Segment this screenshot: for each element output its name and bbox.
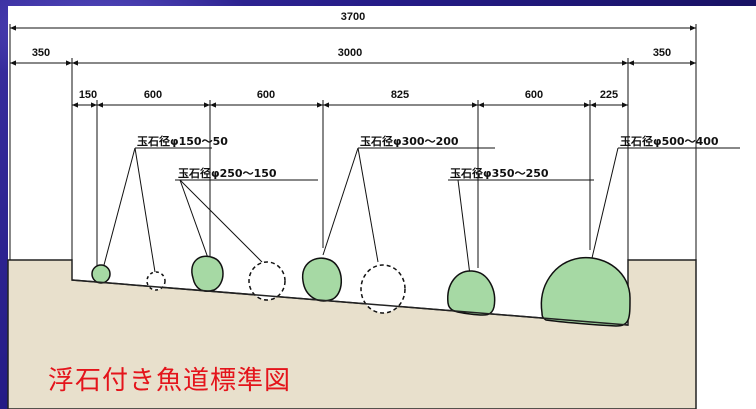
stones xyxy=(91,255,631,327)
stone-dashed-medium xyxy=(248,261,286,301)
stone-label-250-150: 玉石径φ250〜150 xyxy=(178,166,277,180)
stone-solid-xlarge xyxy=(447,270,496,316)
stone-dashed-small xyxy=(146,271,166,291)
stone-dashed-large xyxy=(360,264,406,314)
stone-label-150-50: 玉石径φ150〜50 xyxy=(137,134,228,148)
diagram-title: 浮石付き魚道標準図 xyxy=(48,366,292,396)
dim-segment-label: 150 xyxy=(79,89,97,101)
stone-solid-small xyxy=(91,264,111,284)
channel-slope-line xyxy=(71,279,629,326)
stone-label-500-400: 玉石径φ500〜400 xyxy=(620,134,719,148)
dim-segment-label: 225 xyxy=(600,89,618,101)
leader-lines xyxy=(103,147,740,276)
dim-segment-label: 600 xyxy=(525,89,543,101)
dim-total-label: 3700 xyxy=(341,11,365,23)
stone-label-350-250: 玉石径φ350〜250 xyxy=(450,166,549,180)
stone-solid-xxlarge xyxy=(540,256,631,327)
stone-label-300-200: 玉石径φ300〜200 xyxy=(360,134,459,148)
stone-solid-medium xyxy=(191,255,224,292)
dim-segment-label: 825 xyxy=(391,89,409,101)
dim-segment-label: 600 xyxy=(257,89,275,101)
dim-left-margin-label: 350 xyxy=(32,47,50,59)
dim-segment-label: 600 xyxy=(144,89,162,101)
dimension-lines xyxy=(10,25,696,108)
stone-solid-large xyxy=(301,257,342,302)
dim-channel-label: 3000 xyxy=(338,47,362,59)
dim-right-margin-label: 350 xyxy=(653,47,671,59)
